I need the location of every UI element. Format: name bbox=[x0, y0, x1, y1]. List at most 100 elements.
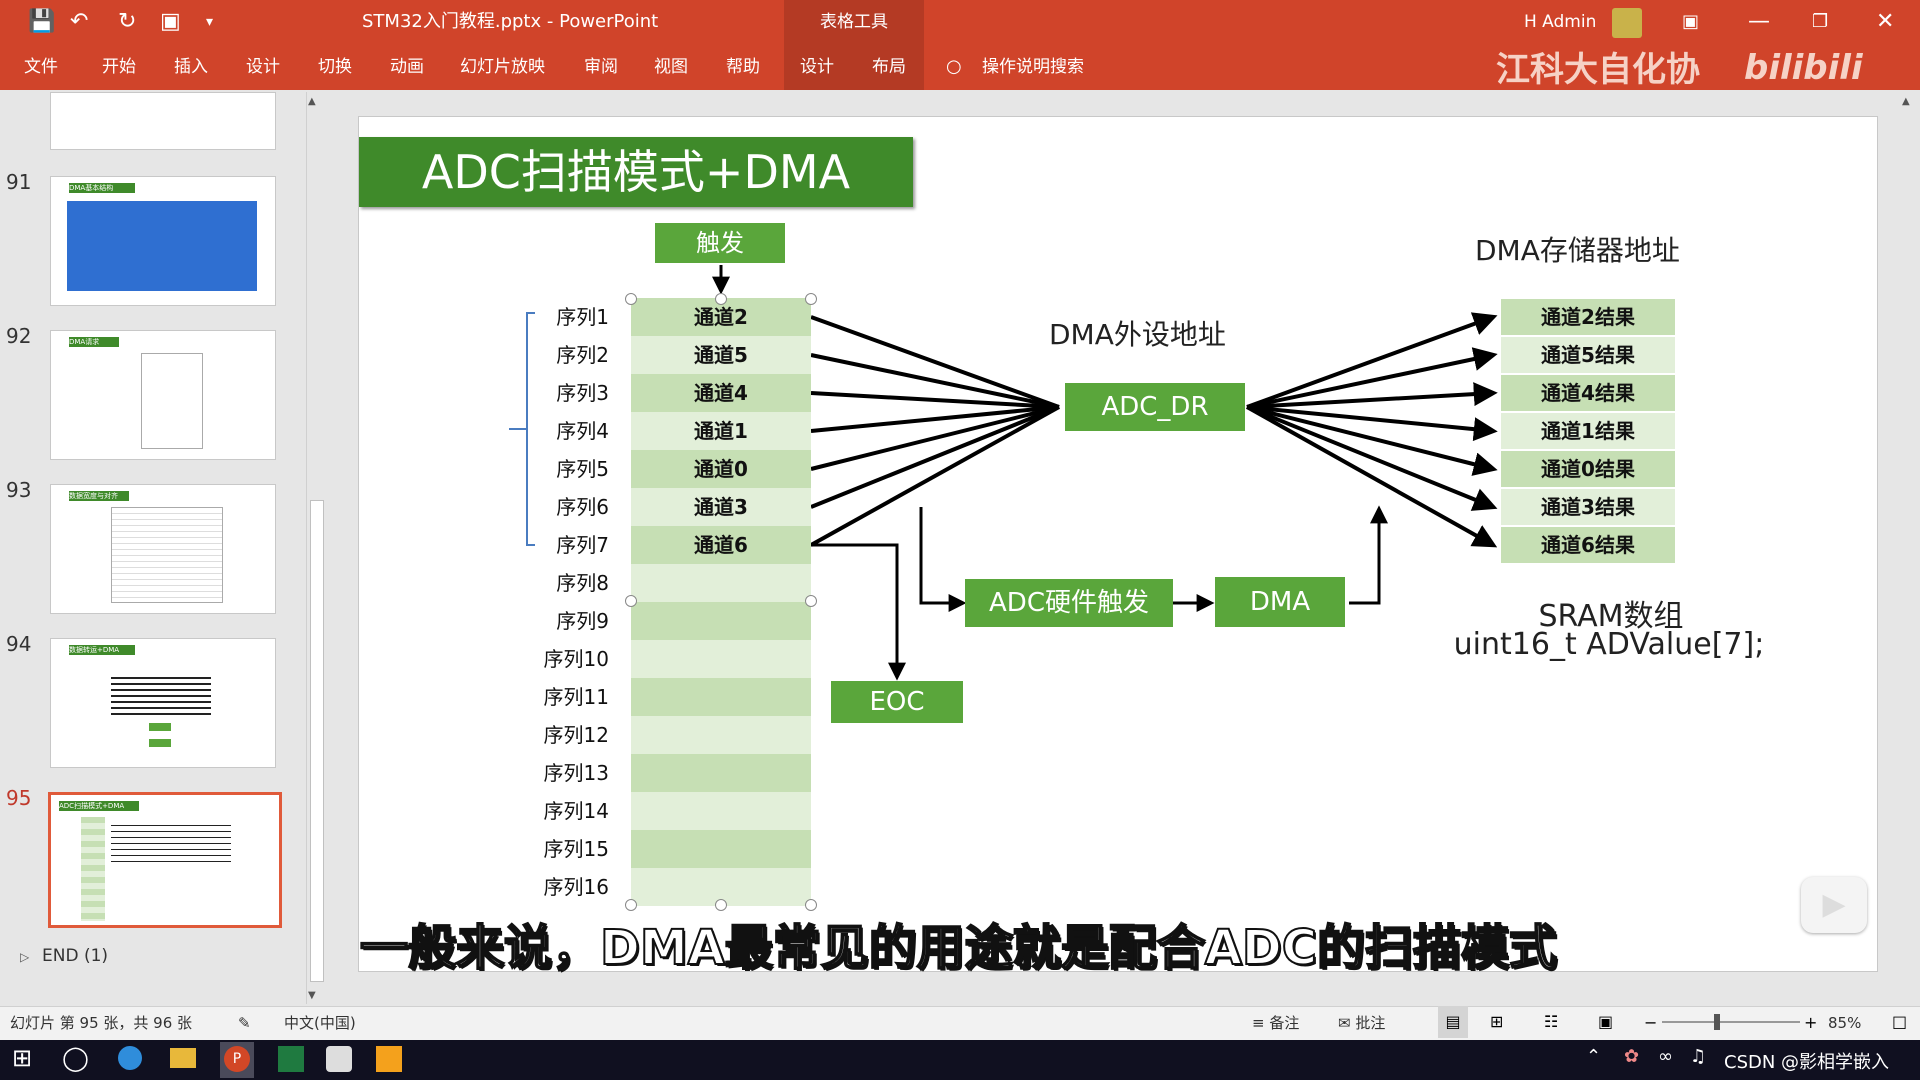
channel-cell[interactable]: 通道4 bbox=[631, 374, 811, 412]
save-icon[interactable]: 💾 bbox=[28, 9, 56, 34]
presenter-view-icon[interactable]: ▣ bbox=[1598, 1012, 1614, 1031]
channel-cell[interactable]: 通道1 bbox=[631, 412, 811, 450]
channel-cell-empty[interactable] bbox=[631, 792, 811, 830]
tab-home[interactable]: 开始 bbox=[102, 57, 136, 77]
tab-insert[interactable]: 插入 bbox=[174, 57, 208, 77]
channel-cell-empty[interactable] bbox=[631, 754, 811, 792]
customize-toolbar-icon[interactable]: ▾ bbox=[206, 14, 214, 30]
comments-button[interactable]: ✉ 批注 bbox=[1338, 1014, 1386, 1032]
zoom-slider[interactable] bbox=[1662, 1021, 1800, 1023]
section-end[interactable]: END (1) bbox=[42, 946, 109, 966]
resize-handle[interactable] bbox=[805, 595, 817, 607]
tab-table-design[interactable]: 设计 bbox=[800, 57, 834, 77]
channel-cell-empty[interactable] bbox=[631, 678, 811, 716]
file-explorer-icon[interactable] bbox=[170, 1048, 196, 1068]
thumbnail-91[interactable]: DMA基本结构 bbox=[50, 176, 276, 306]
slide-sorter-icon[interactable]: ⊞ bbox=[1490, 1012, 1504, 1031]
channel-cell-empty[interactable] bbox=[631, 602, 811, 640]
resize-handle[interactable] bbox=[625, 293, 637, 305]
tab-view[interactable]: 视图 bbox=[654, 57, 688, 77]
fit-slide-icon[interactable]: □ bbox=[1892, 1012, 1908, 1031]
minimize-icon[interactable]: — bbox=[1748, 9, 1770, 34]
reading-view-icon[interactable]: ☷ bbox=[1544, 1012, 1559, 1031]
powerpoint-icon[interactable]: P bbox=[224, 1046, 250, 1072]
thumbnail-94[interactable]: 数据转运+DMA bbox=[50, 638, 276, 768]
title-separator: - bbox=[546, 11, 554, 32]
trigger-box: 触发 bbox=[655, 223, 785, 263]
zoom-level[interactable]: 85% bbox=[1828, 1014, 1862, 1032]
section-collapse-icon[interactable]: ▷ bbox=[20, 950, 30, 964]
sequence-label: 序列12 bbox=[543, 723, 609, 747]
channel-cell-empty[interactable] bbox=[631, 640, 811, 678]
eoc-box: EOC bbox=[831, 681, 963, 723]
slide-scroll-up-icon[interactable]: ▲ bbox=[1902, 96, 1910, 107]
slide-title: ADC扫描模式+DMA bbox=[359, 137, 913, 207]
undo-icon[interactable]: ↶ bbox=[70, 9, 89, 34]
resize-handle[interactable] bbox=[715, 899, 727, 911]
app-icon-orange[interactable] bbox=[376, 1046, 402, 1072]
thumbnail-92[interactable]: DMA请求 bbox=[50, 330, 276, 460]
user-name[interactable]: H Admin bbox=[1524, 12, 1597, 32]
slide-scrollbar[interactable] bbox=[1898, 92, 1918, 1002]
thumbnail-scrollbar[interactable] bbox=[306, 92, 325, 1004]
tab-animations[interactable]: 动画 bbox=[390, 57, 424, 77]
scroll-up-icon[interactable]: ▲ bbox=[308, 96, 316, 107]
notes-button[interactable]: ≡ 备注 bbox=[1252, 1014, 1300, 1032]
tray-app-icon[interactable]: ✿ bbox=[1624, 1046, 1640, 1067]
resize-handle[interactable] bbox=[805, 899, 817, 911]
sram-code: uint16_t ADValue[7]; bbox=[1453, 627, 1765, 662]
windows-start-icon[interactable]: ⊞ bbox=[12, 1044, 33, 1072]
channel-cell-empty[interactable] bbox=[631, 830, 811, 868]
sequence-label: 序列1 bbox=[556, 305, 609, 329]
app-icon-green[interactable] bbox=[278, 1046, 304, 1072]
scroll-down-icon[interactable]: ▼ bbox=[308, 990, 316, 1001]
channel-cell[interactable]: 通道0 bbox=[631, 450, 811, 488]
edge-icon[interactable] bbox=[118, 1046, 142, 1070]
tab-design[interactable]: 设计 bbox=[246, 57, 280, 77]
thumbnail-90-partial[interactable] bbox=[50, 92, 276, 150]
channel-cell-empty[interactable] bbox=[631, 564, 811, 602]
resize-handle[interactable] bbox=[625, 899, 637, 911]
slide-canvas[interactable]: ADC扫描模式+DMA 触发 序列1 序列2 序列3 序列4 序列5 序列6 序… bbox=[358, 116, 1878, 972]
spellcheck-icon[interactable]: ✎ bbox=[238, 1014, 251, 1032]
network-icon[interactable]: ∞ bbox=[1658, 1046, 1673, 1067]
channel-cell[interactable]: 通道3 bbox=[631, 488, 811, 526]
language-status[interactable]: 中文(中国) bbox=[284, 1014, 356, 1032]
channel-cell[interactable]: 通道5 bbox=[631, 336, 811, 374]
ribbon-display-icon[interactable]: ▣ bbox=[1682, 11, 1700, 32]
restore-icon[interactable]: ❐ bbox=[1812, 11, 1829, 32]
app-icon-camera[interactable] bbox=[326, 1046, 352, 1072]
avatar[interactable] bbox=[1612, 8, 1642, 38]
close-icon[interactable]: ✕ bbox=[1876, 9, 1895, 34]
zoom-out-button[interactable]: − bbox=[1644, 1013, 1658, 1032]
tab-table-layout[interactable]: 布局 bbox=[872, 57, 906, 77]
thumbnail-93[interactable]: 数据宽度与对齐 bbox=[50, 484, 276, 614]
normal-view-icon[interactable]: ▤ bbox=[1438, 1006, 1468, 1038]
slideshow-icon[interactable]: ▣ bbox=[160, 9, 181, 34]
thumbnail-table bbox=[81, 817, 105, 921]
cortana-icon[interactable]: ◯ bbox=[62, 1044, 89, 1072]
zoom-in-button[interactable]: + bbox=[1804, 1013, 1818, 1032]
search-tell-me[interactable]: 操作说明搜索 bbox=[982, 57, 1084, 77]
redo-icon[interactable]: ↻ bbox=[118, 9, 137, 34]
file-title: STM32入门教程.pptx bbox=[362, 11, 542, 32]
tab-help[interactable]: 帮助 bbox=[726, 57, 760, 77]
scroll-thumb[interactable] bbox=[310, 500, 324, 982]
resize-handle[interactable] bbox=[625, 595, 637, 607]
thumbnail-95-selected[interactable]: ADC扫描模式+DMA bbox=[48, 792, 282, 928]
tray-expand-icon[interactable]: ⌃ bbox=[1586, 1046, 1602, 1067]
channel-cell[interactable]: 通道6 bbox=[631, 526, 811, 564]
zoom-slider-thumb[interactable] bbox=[1714, 1014, 1720, 1030]
volume-icon[interactable]: ♫ bbox=[1690, 1046, 1707, 1067]
tab-file[interactable]: 文件 bbox=[24, 57, 58, 77]
tab-transitions[interactable]: 切换 bbox=[318, 57, 352, 77]
tab-slideshow[interactable]: 幻灯片放映 bbox=[460, 57, 545, 77]
video-play-icon[interactable]: ▶ bbox=[1801, 877, 1867, 933]
resize-handle[interactable] bbox=[715, 293, 727, 305]
thumbnail-diagram bbox=[141, 353, 203, 449]
resize-handle[interactable] bbox=[805, 293, 817, 305]
lightbulb-icon: ○ bbox=[946, 56, 962, 77]
channel-cell-empty[interactable] bbox=[631, 716, 811, 754]
tab-review[interactable]: 审阅 bbox=[584, 57, 618, 77]
thumbnail-diagram bbox=[67, 201, 257, 291]
